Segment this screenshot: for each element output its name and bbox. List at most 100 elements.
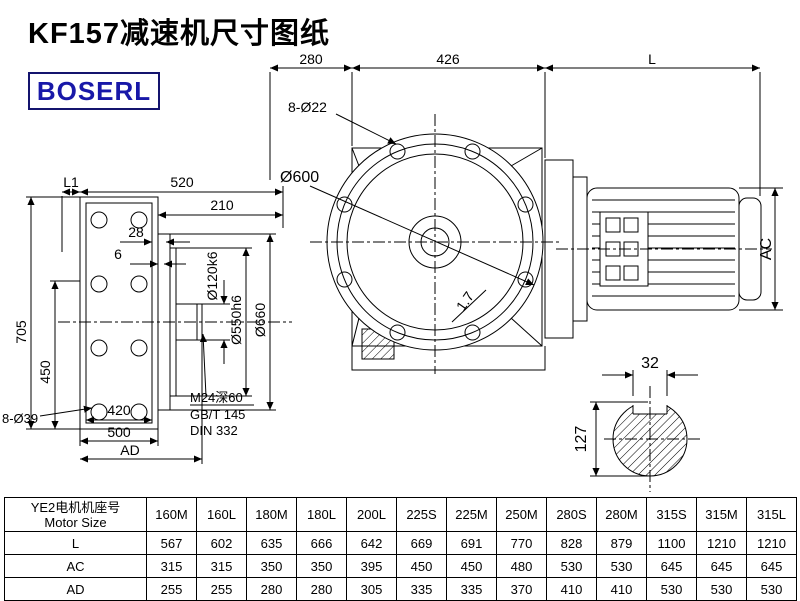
cell-AD-160M: 255 [146, 577, 197, 601]
cell-L-160M: 567 [146, 531, 197, 555]
cell-AC-180M: 350 [246, 554, 297, 578]
bolt-hole [517, 196, 534, 213]
dim-28: 28 [128, 224, 144, 240]
cell-AC-315L: 645 [746, 554, 797, 578]
cell-AD-225S: 335 [396, 577, 447, 601]
motor-size-header-en: Motor Size [44, 514, 107, 530]
page-title: KF157减速机尺寸图纸 [28, 18, 331, 50]
cell-AD-250M: 370 [496, 577, 547, 601]
note-gbt145: GB/T 145 [190, 407, 245, 422]
cell-L-315L: 1210 [746, 531, 797, 555]
brand-logo: BOSERL [28, 72, 160, 110]
shaft-section [590, 370, 700, 492]
dim-AD: AD [120, 442, 139, 458]
note-din332: DIN 332 [190, 423, 238, 438]
dim-L: L [648, 52, 656, 67]
bolt-hole [389, 324, 406, 341]
cell-AD-200L: 305 [346, 577, 397, 601]
motor [544, 159, 772, 339]
cell-AC-200L: 395 [346, 554, 397, 578]
dim-280: 280 [299, 52, 323, 67]
cell-AC-180L: 350 [296, 554, 347, 578]
col-header-315S: 315S [646, 497, 697, 532]
cell-AC-225S: 450 [396, 554, 447, 578]
bolt-hole [130, 211, 148, 229]
note-m24: M24深60 [190, 390, 243, 405]
cell-L-225M: 691 [446, 531, 497, 555]
cell-L-280M: 879 [596, 531, 647, 555]
dim-450: 450 [37, 360, 53, 384]
bolt-hole [90, 403, 108, 421]
dim-L1: L1 [63, 174, 79, 190]
front-view-dimensions [269, 64, 783, 311]
cell-AD-315S: 530 [646, 577, 697, 601]
cell-AC-225M: 450 [446, 554, 497, 578]
row-label-AC: AC [4, 554, 147, 578]
col-header-160L: 160L [196, 497, 247, 532]
gearbox-foot [351, 346, 546, 371]
dim-6: 6 [114, 246, 122, 262]
cell-L-250M: 770 [496, 531, 547, 555]
bolt-hole [90, 339, 108, 357]
cell-L-225S: 669 [396, 531, 447, 555]
bolt-hole [130, 275, 148, 293]
col-header-280S: 280S [546, 497, 597, 532]
cell-AC-280S: 530 [546, 554, 597, 578]
bolt-hole [336, 271, 353, 288]
cell-AC-160M: 315 [146, 554, 197, 578]
cell-AD-315M: 530 [696, 577, 747, 601]
row-label-L: L [4, 531, 147, 555]
cell-AC-280M: 530 [596, 554, 647, 578]
label-8-d39: 8-Ø39 [2, 411, 38, 426]
dim-705: 705 [13, 320, 29, 344]
col-header-280M: 280M [596, 497, 647, 532]
side-housing [79, 196, 159, 430]
cell-L-315S: 1100 [646, 531, 697, 555]
dim-500: 500 [107, 424, 131, 440]
technical-drawing: 280 426 L 8-Ø22 Ø600 AC 1.7 32 127 L1 52… [2, 52, 783, 492]
cell-AD-180L: 280 [296, 577, 347, 601]
bolt-hole [90, 211, 108, 229]
front-view [309, 114, 560, 374]
bolt-hole [130, 403, 148, 421]
bolt-hole [389, 143, 406, 160]
dim-d660: Ø660 [252, 303, 268, 337]
col-header-160M: 160M [146, 497, 197, 532]
dim-520: 520 [170, 174, 194, 190]
dim-AC: AC [758, 238, 775, 260]
cell-AC-315S: 645 [646, 554, 697, 578]
col-header-315M: 315M [696, 497, 747, 532]
row-label-AD: AD [4, 577, 147, 601]
cell-AC-160L: 315 [196, 554, 247, 578]
cell-L-180M: 635 [246, 531, 297, 555]
brand-text: BOSERL [36, 75, 152, 106]
bolt-hole [90, 275, 108, 293]
cell-AD-180M: 280 [246, 577, 297, 601]
cell-L-200L: 642 [346, 531, 397, 555]
cell-L-180L: 666 [296, 531, 347, 555]
motor-size-header-cn: YE2电机机座号 [30, 499, 121, 515]
dim-d120k6: Ø120k6 [204, 251, 220, 300]
bolt-hole [464, 324, 481, 341]
cell-AD-225M: 335 [446, 577, 497, 601]
cell-AD-280S: 410 [546, 577, 597, 601]
dim-426: 426 [436, 52, 460, 67]
label-d600: Ø600 [280, 169, 319, 186]
dim-127: 127 [573, 426, 590, 453]
cell-AD-160L: 255 [196, 577, 247, 601]
cell-AD-280M: 410 [596, 577, 647, 601]
col-header-180M: 180M [246, 497, 297, 532]
col-header-200L: 200L [346, 497, 397, 532]
col-header-315L: 315L [746, 497, 797, 532]
col-header-250M: 250M [496, 497, 547, 532]
side-view-dimensions [26, 186, 284, 464]
dim-210: 210 [210, 197, 234, 213]
col-header-225S: 225S [396, 497, 447, 532]
